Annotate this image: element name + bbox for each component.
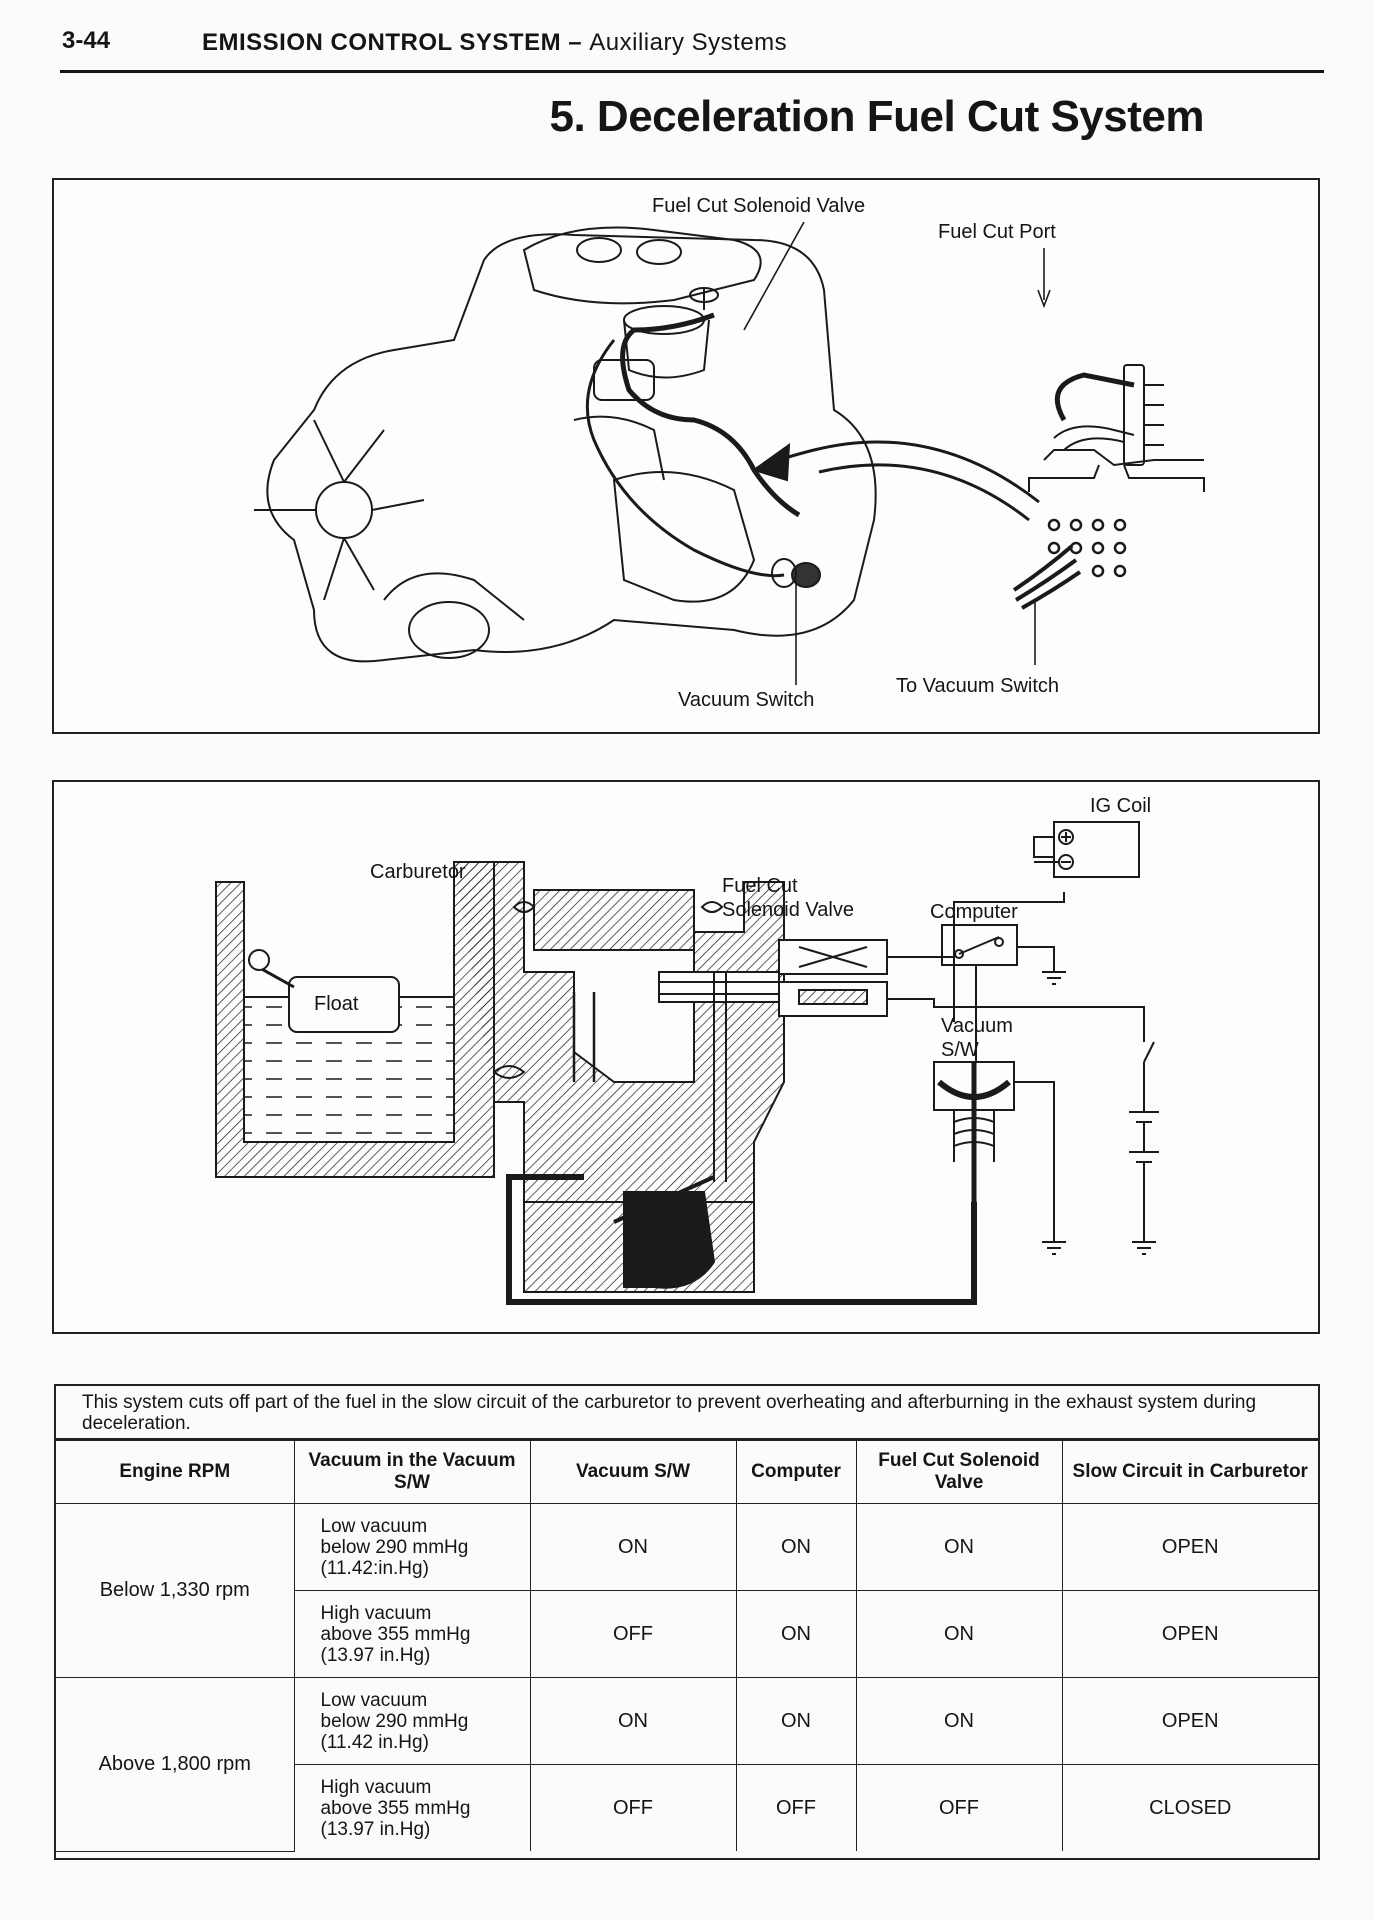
header-computer: Computer [735,1440,857,1504]
system-schematic: IG Coil Carburetor Fuel Cut Solenoid Val… [52,780,1320,1334]
page-header: 3-44 EMISSION CONTROL SYSTEM – Auxiliary… [60,22,1324,73]
header-solenoid-valve: Fuel Cut Solenoid Valve [855,1440,1063,1504]
table-row: High vacuum above 355 mmHg (13.97 in.Hg)… [56,1764,1318,1851]
label-float: Float [314,993,359,1015]
table-row: High vacuum above 355 mmHg (13.97 in.Hg)… [56,1590,1318,1678]
computer-cell: ON [735,1590,857,1678]
label-ig-coil: IG Coil [1090,795,1152,817]
page-number: 3-44 [62,27,111,54]
label-fuel-cut-solenoid-valve: Fuel Cut Solenoid Valve [652,195,866,217]
slow-circuit-cell: OPEN [1061,1590,1318,1678]
table-intro: This system cuts off part of the fuel in… [56,1386,1318,1440]
header-vacuum-sw: Vacuum S/W [529,1440,737,1504]
label-computer: Computer [930,901,1018,923]
label-fuel-cut-port: Fuel Cut Port [938,221,1056,243]
header-engine-rpm: Engine RPM [56,1440,295,1504]
solenoid-cell: ON [855,1677,1063,1765]
engine-illustration: Fuel Cut Solenoid Valve Fuel Cut Port Va… [52,178,1320,734]
label-vacuum-switch: Vacuum Switch [678,689,815,711]
vacuum-cell: Low vacuum below 290 mmHg (11.42:in.Hg) [293,1503,531,1591]
rpm-cell: Above 1,800 rpm [56,1677,295,1852]
solenoid-cell: OFF [855,1764,1063,1851]
vacuum-cell: Low vacuum below 290 mmHg (11.42 in.Hg) [293,1677,531,1765]
slow-circuit-cell: CLOSED [1061,1764,1318,1851]
computer-cell: ON [735,1503,857,1591]
computer-cell: ON [735,1677,857,1765]
chapter-title: EMISSION CONTROL SYSTEM – Auxiliary Syst… [202,29,788,56]
slow-circuit-cell: OPEN [1061,1503,1318,1591]
schematic-drawing [215,821,1159,1305]
rpm-cell: Below 1,330 rpm [56,1503,295,1678]
table-header-row: Engine RPM Vacuum in the Vacuum S/W Vacu… [56,1440,1318,1504]
label-carburetor: Carburetor [370,861,466,883]
vacuum-sw-cell: OFF [529,1590,737,1678]
page-title: 5. Deceleration Fuel Cut System [549,92,1205,141]
slow-circuit-cell: OPEN [1061,1677,1318,1765]
operation-table: This system cuts off part of the fuel in… [54,1384,1320,1860]
solenoid-cell: ON [855,1503,1063,1591]
vacuum-sw-cell: OFF [529,1764,737,1851]
table-row: Below 1,330 rpm Low vacuum below 290 mmH… [56,1503,1318,1678]
engine-drawing [254,221,1205,685]
table-row: Above 1,800 rpm Low vacuum below 290 mmH… [56,1677,1318,1852]
label-to-vacuum-switch: To Vacuum Switch [896,675,1060,697]
label-vacuum-sw: Vacuum S/W [941,1015,1013,1061]
solenoid-cell: ON [855,1590,1063,1678]
header-slow-circuit: Slow Circuit in Carburetor [1061,1440,1318,1504]
vacuum-cell: High vacuum above 355 mmHg (13.97 in.Hg) [294,1764,531,1851]
vacuum-sw-cell: ON [529,1503,737,1591]
vacuum-cell: High vacuum above 355 mmHg (13.97 in.Hg) [294,1590,531,1678]
vacuum-sw-cell: ON [529,1677,737,1765]
label-fuel-cut-solenoid-valve-schematic: Fuel Cut Solenoid Valve [722,875,854,921]
computer-cell: OFF [735,1764,857,1851]
condition-table: Engine RPM Vacuum in the Vacuum S/W Vacu… [56,1440,1318,1852]
header-vacuum-in-switch: Vacuum in the Vacuum S/W [293,1440,531,1504]
